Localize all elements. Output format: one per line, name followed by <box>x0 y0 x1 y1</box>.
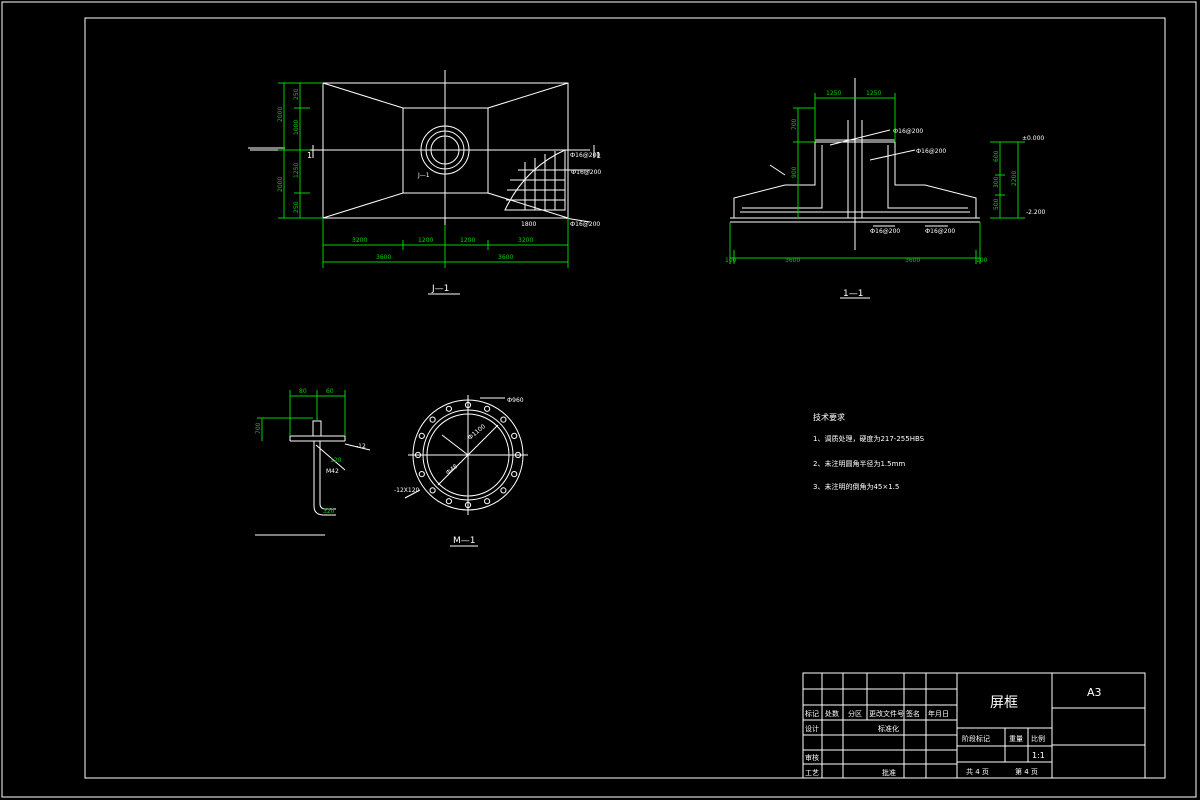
tb-standardize-label: 标准化 <box>878 724 899 733</box>
tb-header-0: 标记 <box>805 709 819 718</box>
bolt-hole <box>445 498 452 505</box>
bolt-label-plate: -12 <box>356 443 366 450</box>
section-dim-right-3: 2200 <box>1011 171 1018 186</box>
plan-dim-left-5: 250 <box>293 201 300 213</box>
bolt-hole <box>418 471 425 478</box>
section-dim-top-0: 1250 <box>826 90 841 97</box>
notes-item-3: 3、未注明的倒角为45×1.5 <box>813 482 899 491</box>
tb-weight-label: 重量 <box>1009 735 1023 743</box>
bolt-dim-4: 120 <box>330 457 342 464</box>
tb-header-3: 更改文件号 <box>869 709 904 718</box>
plan-dim-outer-0: 3600 <box>376 254 391 261</box>
bolt-hole <box>484 498 491 505</box>
flange-label-3: Ф48 <box>445 463 459 477</box>
plan-dim-left-4: 2000 <box>277 177 284 192</box>
section-dim-bottom-1: 3600 <box>785 257 800 264</box>
section-mark-left: 1 <box>307 151 312 160</box>
notes-item-2: 2、未注明圆角半径为1.5mm <box>813 459 905 468</box>
bolt-dim-1: 60 <box>326 388 334 395</box>
title-block: 标记 处数 分区 更改文件号 签名 年月日 设计 标准化 审核 工艺 批准 屏框… <box>802 672 1146 779</box>
plan-dim-bottom-1: 1200 <box>418 237 433 244</box>
tb-review-label: 审核 <box>805 753 819 762</box>
section-callout-4: Ф16@200 <box>925 228 955 235</box>
tb-sheet-total: 共 4 页 <box>966 767 989 776</box>
section-dim-bottom-3: 100 <box>976 257 988 264</box>
section-dim-right-1: 300 <box>993 176 1000 188</box>
plan-dim-bottom-0: 3200 <box>352 237 367 244</box>
section-dim-left-1: 900 <box>791 166 798 178</box>
plan-callout-3: 1800 <box>521 221 536 228</box>
section-mark-right: 1 <box>596 151 601 160</box>
section-dim-bottom-2: 3600 <box>905 257 920 264</box>
bolt-hole <box>414 451 422 459</box>
drawing-border <box>84 17 1166 779</box>
flange-detail: Ф960 Ф1100 -12X120 Ф48 M—1 <box>394 395 528 547</box>
notes-heading: 技术要求 <box>813 412 845 422</box>
section-callout-3: Ф16@200 <box>870 228 900 235</box>
plan-callout-1: Ф16@200 <box>570 152 600 159</box>
flange-label-0: Ф960 <box>507 397 524 404</box>
plan-callout-2: Ф16@200 <box>571 169 601 176</box>
flange-label-2: -12X120 <box>394 487 420 494</box>
bolt-hole <box>500 487 507 494</box>
section-view: Ф16@200 Ф16@200 Ф16@200 Ф16@200 1250 125… <box>725 78 1046 299</box>
technical-notes: 技术要求 1、调质处理，硬度为217-255HBS 2、未注明圆角半径为1.5m… <box>813 412 925 491</box>
section-level-bottom: -2.200 <box>1026 209 1046 216</box>
bolt-hole <box>464 501 472 509</box>
plan-view: 1 1 Ф16@200 Ф16@200 1800 Ф16@200 J—1 200… <box>248 70 601 295</box>
tb-scale-value: 1:1 <box>1032 751 1045 760</box>
tb-stage-label: 阶段标记 <box>962 734 990 743</box>
bolt-dim-0: 80 <box>299 388 307 395</box>
plan-dim-left-0: 250 <box>293 88 300 100</box>
bolt-hole <box>484 405 491 412</box>
plan-dim-left-2: 1000 <box>293 120 300 135</box>
bolt-hole <box>511 471 518 478</box>
bolt-hole <box>514 451 522 459</box>
tb-header-4: 签名 <box>906 709 920 718</box>
section-level-top: ±0.000 <box>1022 135 1044 142</box>
bolt-hole <box>429 416 436 423</box>
bolt-label-m42: M42 <box>326 468 339 475</box>
tb-design-label: 设计 <box>805 724 819 733</box>
flange-bolt-holes <box>414 401 522 509</box>
section-dim-bottom-0: 100 <box>725 257 737 264</box>
plan-dim-left-3: 1250 <box>293 163 300 178</box>
bolt-detail: 80 60 700 320 120 -12 M42 <box>255 388 371 536</box>
tb-approve-label: 批准 <box>882 768 896 777</box>
bolt-dim-2: 700 <box>255 422 262 434</box>
flange-view-title: M—1 <box>453 536 476 546</box>
tb-header-2: 分区 <box>848 709 862 718</box>
plan-dim-bottom-2: 1200 <box>460 237 475 244</box>
tb-header-5: 年月日 <box>928 709 949 718</box>
section-view-title: 1—1 <box>843 289 863 299</box>
tb-scale-label: 比例 <box>1031 734 1045 743</box>
tb-header-1: 处数 <box>825 709 839 718</box>
section-dim-top-1: 1250 <box>866 90 881 97</box>
plan-dim-outer-1: 3600 <box>498 254 513 261</box>
bolt-hole <box>500 416 507 423</box>
bolt-hole <box>429 487 436 494</box>
section-dim-left-0: 700 <box>791 118 798 130</box>
plan-dim-bottom-3: 3200 <box>518 237 533 244</box>
bolt-dim-3: 320 <box>323 508 335 515</box>
bolt-hole <box>464 401 472 409</box>
plan-view-title: J—1 <box>431 284 449 294</box>
section-callout-2: Ф16@200 <box>916 148 946 155</box>
notes-item-1: 1、调质处理，硬度为217-255HBS <box>813 434 925 443</box>
tb-process-label: 工艺 <box>805 769 819 777</box>
plan-dim-left-1: 2000 <box>277 107 284 122</box>
bolt-hole <box>418 432 425 439</box>
section-dim-right-2: 500 <box>993 198 1000 210</box>
tb-sheet-size: A3 <box>1087 686 1102 699</box>
bolt-hole <box>511 432 518 439</box>
section-dim-right-0: 600 <box>993 150 1000 162</box>
plan-callout-4: Ф16@200 <box>570 221 600 228</box>
tb-drawing-name: 屏框 <box>990 695 1018 711</box>
plan-callout-5: J—1 <box>417 172 430 179</box>
section-callout-1: Ф16@200 <box>893 128 923 135</box>
bolt-hole <box>445 405 452 412</box>
tb-sheet-no: 第 4 页 <box>1015 767 1038 776</box>
